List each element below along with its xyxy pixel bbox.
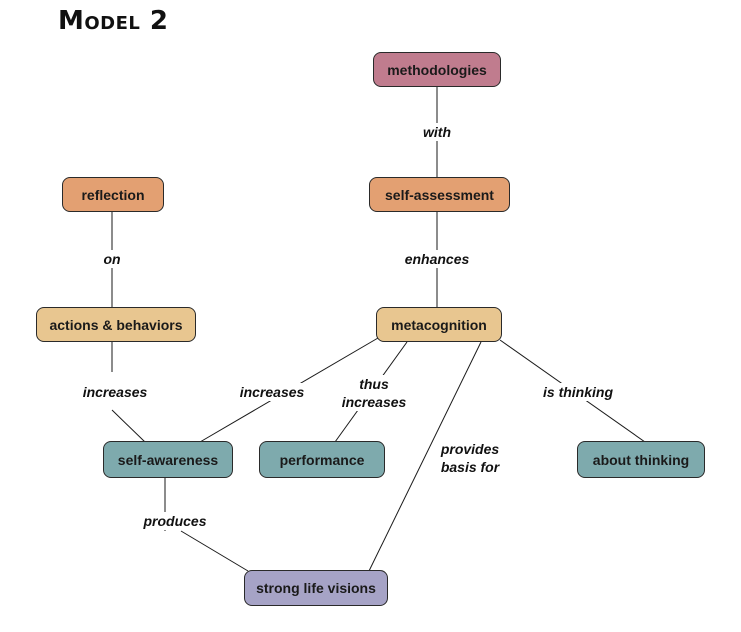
edge-actions-self-awareness-2 bbox=[111, 409, 146, 443]
link-label-is-thinking: is thinking bbox=[541, 383, 615, 401]
link-label-provides-basis: provides basis for bbox=[438, 440, 502, 476]
link-label-provides: provides bbox=[440, 441, 500, 457]
link-label-increases-mid: increases bbox=[237, 383, 307, 401]
edge-self-awareness-life-visions-2 bbox=[180, 530, 249, 572]
link-label-increases-2: increases bbox=[341, 394, 407, 410]
link-label-on: on bbox=[101, 250, 123, 268]
node-about-thinking: about thinking bbox=[577, 441, 705, 478]
link-label-with: with bbox=[421, 123, 453, 141]
diagram-title: Model 2 bbox=[58, 6, 169, 36]
link-label-thus: thus bbox=[359, 376, 389, 392]
node-self-awareness: self-awareness bbox=[103, 441, 233, 478]
node-reflection: reflection bbox=[62, 177, 164, 212]
node-performance: performance bbox=[259, 441, 385, 478]
node-strong-life-visions: strong life visions bbox=[244, 570, 388, 606]
node-self-assessment: self-assessment bbox=[369, 177, 510, 212]
link-label-basis-for: basis for bbox=[440, 459, 500, 475]
link-label-thus-increases: thus increases bbox=[339, 375, 409, 411]
edge-metacognition-life-visions bbox=[368, 341, 482, 572]
node-metacognition: metacognition bbox=[376, 307, 502, 342]
link-label-produces: produces bbox=[141, 512, 209, 530]
node-actions-behaviors: actions & behaviors bbox=[36, 307, 196, 342]
link-label-increases-left: increases bbox=[80, 383, 150, 401]
link-label-enhances: enhances bbox=[402, 250, 472, 268]
node-methodologies: methodologies bbox=[373, 52, 501, 87]
